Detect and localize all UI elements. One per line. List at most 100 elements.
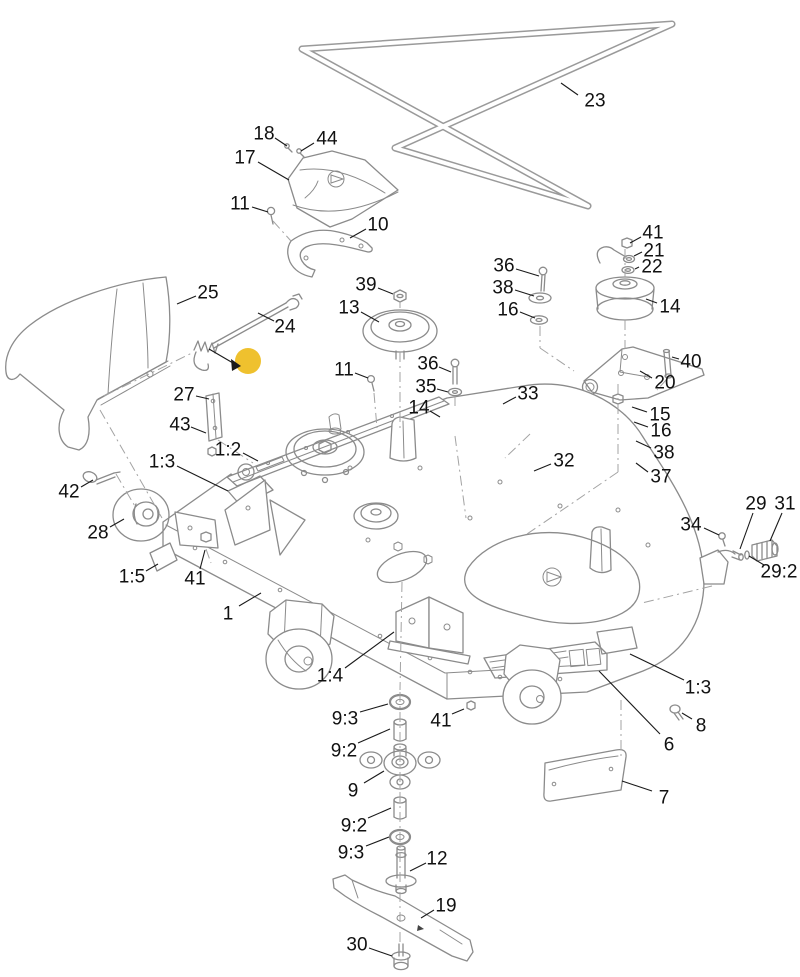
part-13-pulley <box>362 309 438 360</box>
callout-leader-39 <box>377 287 394 295</box>
part-12-shaft <box>385 845 417 895</box>
callout-label-14-24[interactable]: 14 <box>408 398 430 419</box>
callout-label-18-1[interactable]: 18 <box>253 124 274 145</box>
callout-leader-6 <box>598 670 661 735</box>
part-21-hook <box>596 246 636 264</box>
callout-leader-38 <box>514 289 535 297</box>
callout-label-41-45[interactable]: 41 <box>430 711 451 732</box>
callout-leader-14 <box>429 410 441 418</box>
callout-leader-41 <box>451 708 465 715</box>
callout-leader-13 <box>360 311 380 323</box>
part-41-nut-caster <box>466 700 476 711</box>
callout-label-14-12[interactable]: 14 <box>659 297 681 318</box>
callout-label-6-48[interactable]: 6 <box>664 735 675 756</box>
callout-label-15-25[interactable]: 15 <box>649 405 670 426</box>
part-1-3-decal-right <box>596 626 638 655</box>
callout-label-17-3[interactable]: 17 <box>234 148 255 169</box>
part-10-support-bracket <box>287 229 373 278</box>
part-30-bolt <box>391 943 411 971</box>
callout-label-41-40[interactable]: 41 <box>184 569 205 590</box>
callout-label-36-9[interactable]: 36 <box>493 256 514 277</box>
callout-label-25-13[interactable]: 25 <box>197 283 218 304</box>
highlight-marker <box>208 348 261 374</box>
callout-leader-9:2 <box>367 807 392 819</box>
callout-label-24-16[interactable]: 24 <box>274 317 296 338</box>
callout-label-40-17[interactable]: 40 <box>680 352 701 373</box>
callout-label-16-11[interactable]: 16 <box>497 300 518 321</box>
deck-left-brackets <box>174 479 306 556</box>
callout-label-41-6[interactable]: 41 <box>642 223 663 244</box>
callout-leader-7 <box>621 780 653 792</box>
callout-label-19-54[interactable]: 19 <box>435 896 456 917</box>
callout-label-13-15[interactable]: 13 <box>338 298 359 319</box>
deck-spindle-pulley <box>285 428 365 484</box>
callout-leader-36 <box>515 268 540 277</box>
callout-label-29:2-38[interactable]: 29:2 <box>761 562 798 583</box>
callout-label-35-21[interactable]: 35 <box>415 377 436 398</box>
callout-label-42-33[interactable]: 42 <box>58 482 79 503</box>
callout-label-22-8[interactable]: 22 <box>641 257 662 278</box>
callout-leader-1:3 <box>629 653 685 681</box>
callout-leader-1:3 <box>176 465 229 492</box>
deck-idler-pulley <box>353 502 399 530</box>
callout-label-38-10[interactable]: 38 <box>492 278 513 299</box>
callout-label-1-41[interactable]: 1 <box>223 604 234 625</box>
callout-label-38-28[interactable]: 38 <box>653 443 674 464</box>
callout-label-16-26[interactable]: 16 <box>650 421 671 442</box>
callout-label-23-0[interactable]: 23 <box>584 91 605 112</box>
callout-label-29-34[interactable]: 29 <box>745 494 766 515</box>
callout-label-33-22[interactable]: 33 <box>517 384 538 405</box>
callout-label-10-5[interactable]: 10 <box>367 215 388 236</box>
callout-label-43-27[interactable]: 43 <box>169 415 190 436</box>
callout-label-27-23[interactable]: 27 <box>173 385 194 406</box>
callout-label-31-35[interactable]: 31 <box>774 494 795 515</box>
part-41-nut-top <box>621 237 633 249</box>
callout-label-32-31[interactable]: 32 <box>553 451 574 472</box>
callout-label-9:2-47[interactable]: 9:2 <box>331 741 357 762</box>
callout-leader-9:2 <box>357 728 391 744</box>
part-29-2-washer <box>744 550 750 560</box>
callout-label-21-7[interactable]: 21 <box>643 241 664 262</box>
part-17-belt-cover <box>287 150 399 228</box>
callout-label-7-50[interactable]: 7 <box>659 788 670 809</box>
callout-label-1:3-43[interactable]: 1:3 <box>685 678 711 699</box>
callout-leader-19 <box>420 909 435 919</box>
part-34-screw <box>718 532 726 547</box>
callout-label-20-20[interactable]: 20 <box>654 373 675 394</box>
callout-label-9:3-44[interactable]: 9:3 <box>332 709 358 730</box>
part-36-bolt-upper <box>538 266 548 292</box>
callout-leader-33 <box>502 396 517 405</box>
callout-label-1:5-39[interactable]: 1:5 <box>119 567 145 588</box>
callout-label-9-49[interactable]: 9 <box>348 781 359 802</box>
callout-label-8-46[interactable]: 8 <box>696 716 707 737</box>
callout-label-44-2[interactable]: 44 <box>316 129 338 150</box>
callout-leader-10 <box>349 228 367 239</box>
part-35-washer <box>447 387 463 397</box>
callout-label-11-19[interactable]: 11 <box>334 360 354 381</box>
callout-leader-12 <box>409 862 427 872</box>
callout-label-37-32[interactable]: 37 <box>650 467 671 488</box>
part-7-deflector <box>543 749 627 802</box>
part-40-pin <box>662 348 673 379</box>
callout-label-28-37[interactable]: 28 <box>87 523 108 544</box>
callout-leader-29:2 <box>748 555 765 566</box>
callout-leader-40 <box>671 356 680 360</box>
callout-leader-9 <box>363 770 385 784</box>
callout-leader-37 <box>635 462 649 473</box>
highlight-arrow-icon <box>231 359 241 371</box>
callout-leader-9:3 <box>365 836 390 847</box>
callout-label-36-18[interactable]: 36 <box>417 354 438 375</box>
callout-label-12-53[interactable]: 12 <box>426 849 447 870</box>
part-1-5-plate <box>149 542 178 572</box>
callout-label-30-55[interactable]: 30 <box>346 935 367 956</box>
centerlines <box>99 220 713 942</box>
callout-label-34-36[interactable]: 34 <box>680 515 702 536</box>
callout-label-11-4[interactable]: 11 <box>230 194 250 215</box>
callout-label-39-14[interactable]: 39 <box>355 275 376 296</box>
part-18-screw <box>284 143 293 153</box>
callout-label-9:3-52[interactable]: 9:3 <box>338 843 364 864</box>
callout-label-1:3-30[interactable]: 1:3 <box>149 452 175 473</box>
callout-label-1:4-42[interactable]: 1:4 <box>317 666 344 687</box>
callout-label-9:2-51[interactable]: 9:2 <box>341 816 367 837</box>
callout-label-1:2-29[interactable]: 1:2 <box>215 440 241 461</box>
